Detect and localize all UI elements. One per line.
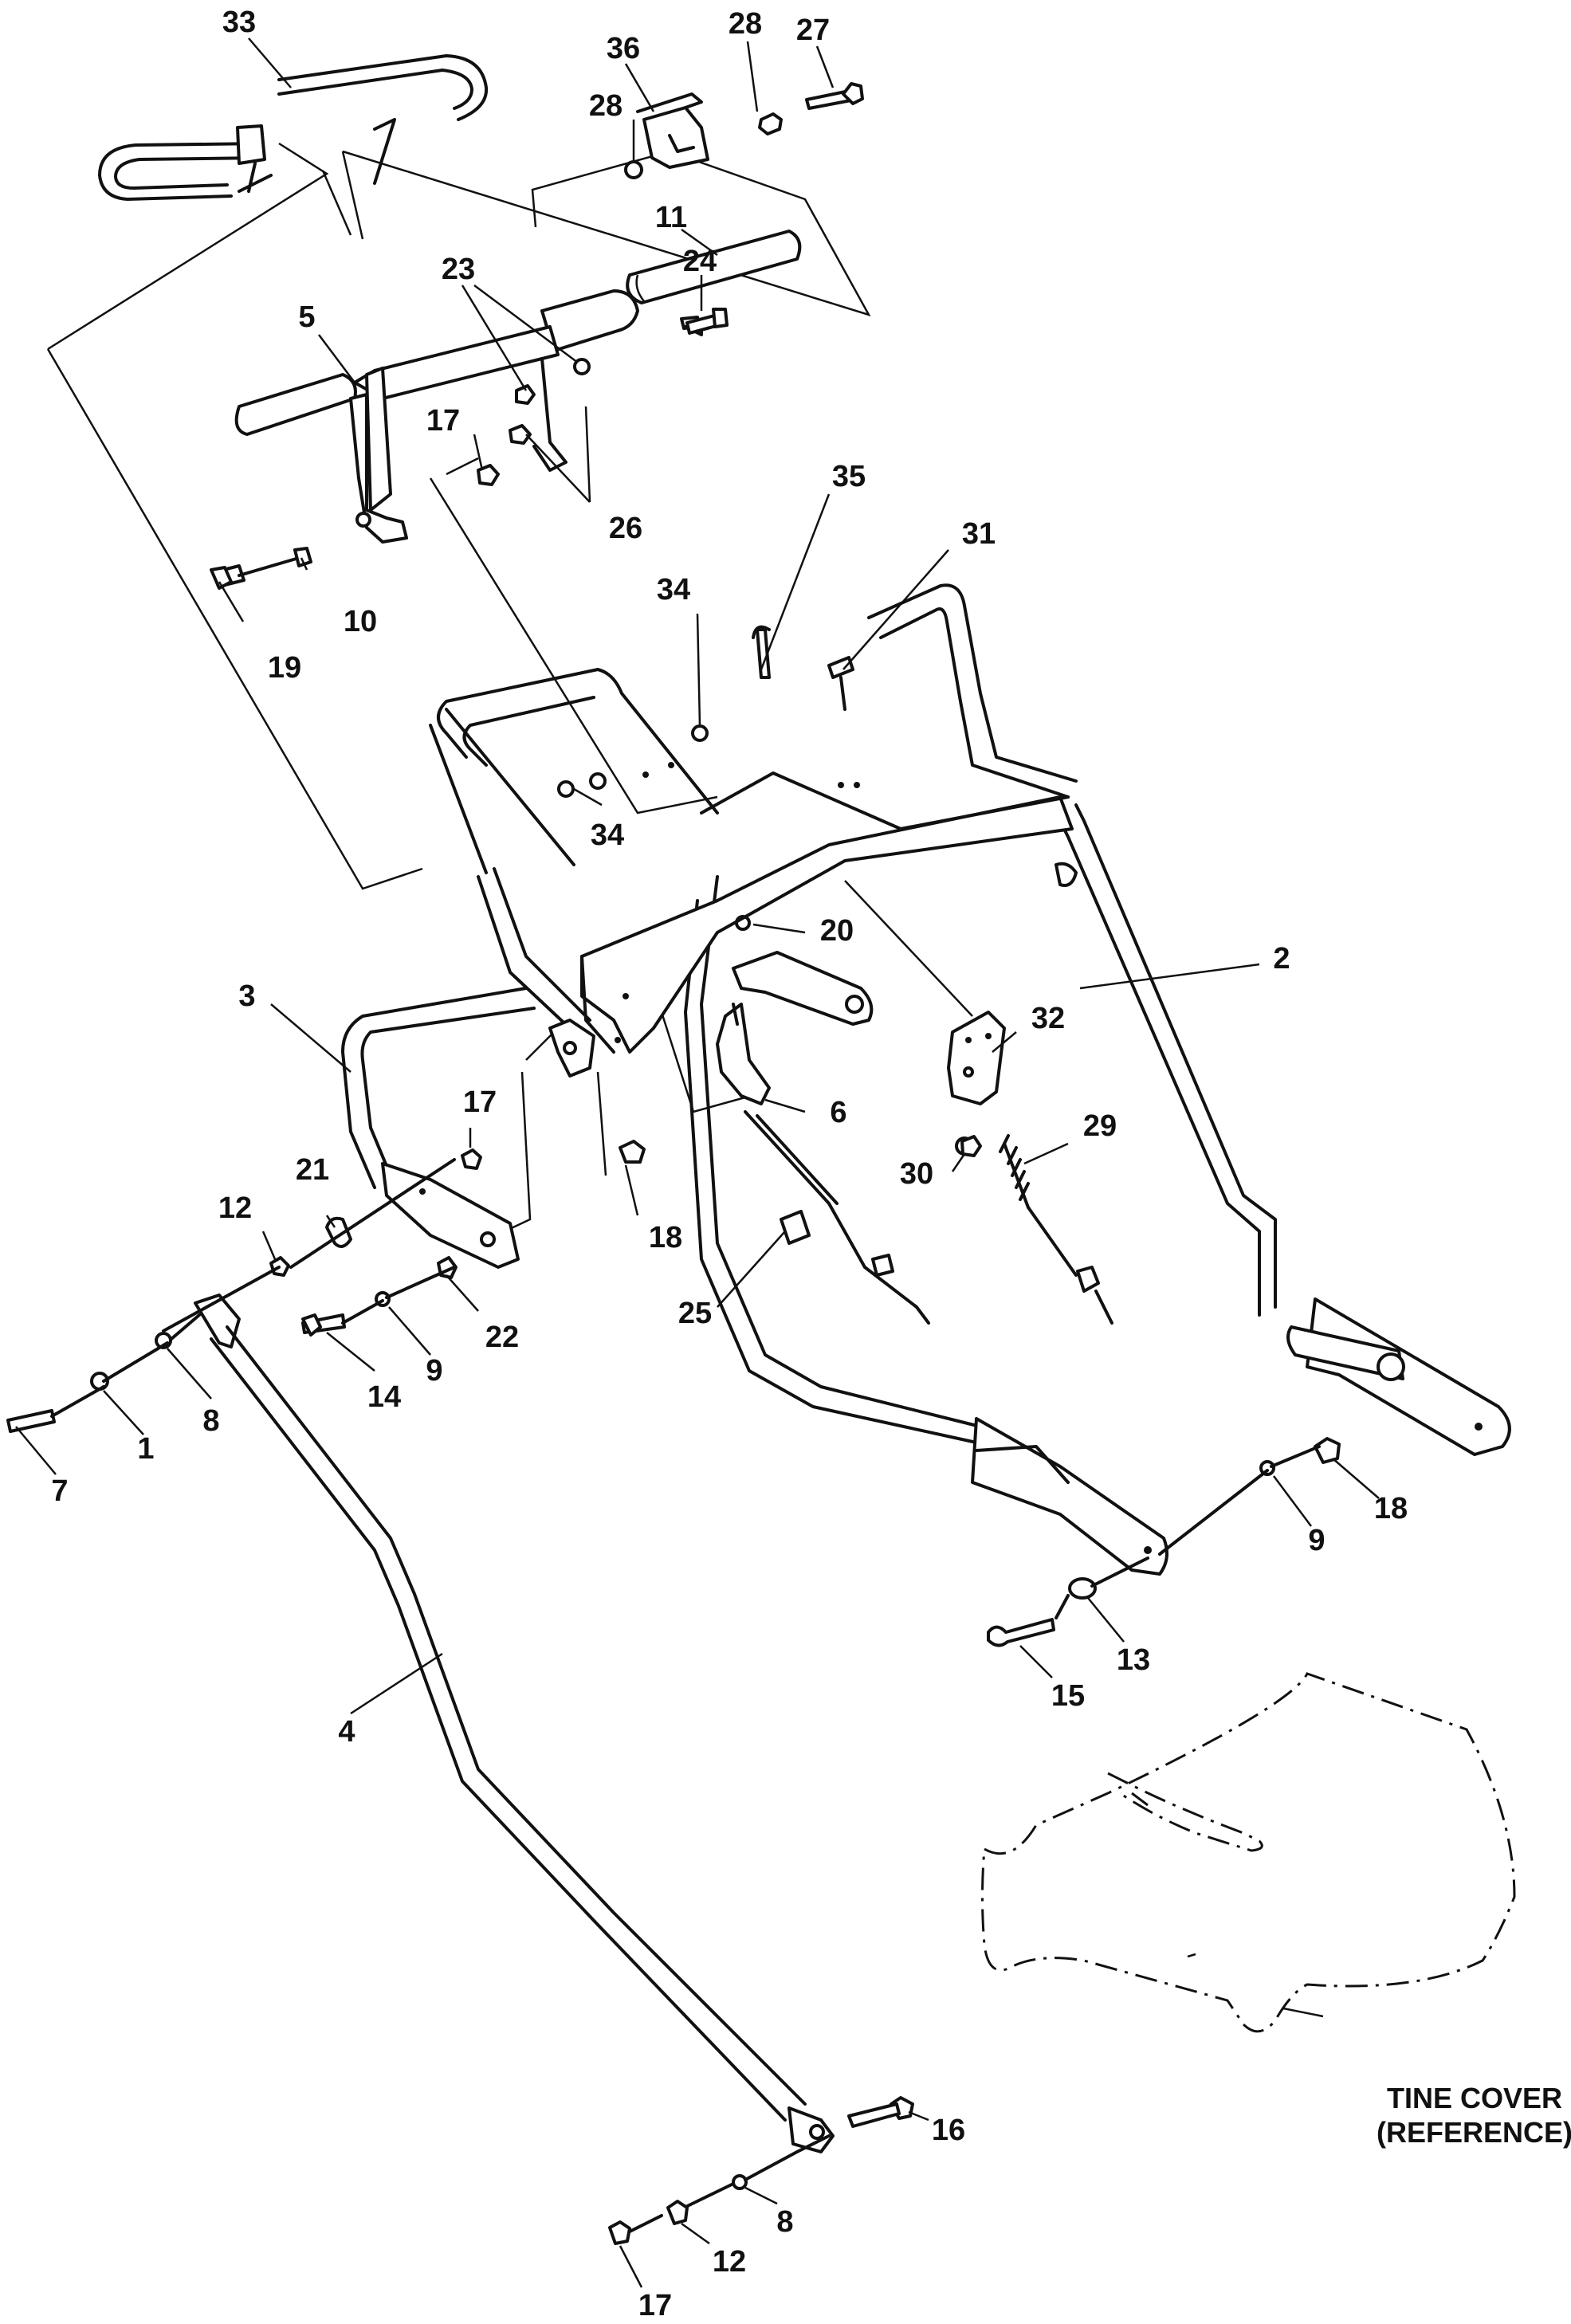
- handlebar-part: [234, 289, 639, 544]
- callout-7: 7: [51, 1474, 68, 1508]
- callout-29: 29: [1083, 1109, 1117, 1143]
- upper-handle-frame-part: [429, 583, 1511, 1576]
- callout-26: 26: [609, 512, 642, 545]
- callout-labels: 33 36 28 27 28 11 23 24 5 17 26 35 31 34…: [51, 6, 1408, 2322]
- hardware-items: [6, 82, 1341, 2245]
- lower-handle-loop-part: [341, 987, 595, 1269]
- callout-18: 18: [649, 1221, 682, 1254]
- callout-2: 2: [1273, 942, 1290, 976]
- callout-15: 15: [1051, 1679, 1085, 1713]
- spring-bracket-part: [947, 1011, 1113, 1325]
- callout-27: 27: [796, 14, 830, 47]
- callout-23: 23: [442, 253, 475, 286]
- callout-17: 17: [426, 404, 460, 438]
- callout-9: 9: [426, 1354, 442, 1388]
- callout-35: 35: [832, 460, 866, 493]
- tine-cover-note: TINE COVER (REFERENCE): [1377, 2082, 1571, 2149]
- tine-cover-label-line1: TINE COVER: [1387, 2082, 1562, 2114]
- callout-30: 30: [900, 1157, 933, 1191]
- callout-19: 19: [268, 651, 301, 685]
- callout-14: 14: [367, 1380, 401, 1414]
- latch-bracket-part: [636, 92, 709, 169]
- callout-17: 17: [463, 1085, 497, 1119]
- callout-24: 24: [683, 245, 717, 278]
- callout-34: 34: [591, 819, 624, 852]
- callout-4: 4: [338, 1715, 355, 1749]
- exploded-grouping-lines: [46, 142, 973, 1253]
- callout-5: 5: [298, 300, 315, 334]
- callout-31: 31: [962, 517, 996, 551]
- callout-17: 17: [638, 2289, 672, 2322]
- callout-32: 32: [1031, 1002, 1065, 1035]
- callout-3: 3: [238, 979, 255, 1013]
- callout-22: 22: [485, 1321, 519, 1354]
- tine-cover-label-line2: (REFERENCE): [1377, 2116, 1571, 2149]
- callout-25: 25: [678, 1297, 712, 1330]
- callout-33: 33: [222, 6, 256, 39]
- callout-20: 20: [820, 914, 854, 948]
- callout-18: 18: [1374, 1492, 1408, 1525]
- callout-13: 13: [1117, 1643, 1150, 1677]
- callout-12: 12: [218, 1191, 252, 1225]
- callout-8: 8: [776, 2205, 793, 2239]
- callout-8: 8: [202, 1404, 219, 1438]
- control-lever-part: [716, 951, 930, 1325]
- callout-1: 1: [137, 1432, 154, 1466]
- callout-28: 28: [589, 89, 623, 123]
- callout-12: 12: [713, 2245, 746, 2279]
- tine-cover-reference: [981, 1672, 1516, 2033]
- callout-28: 28: [729, 7, 762, 41]
- callout-10: 10: [344, 605, 377, 638]
- callout-16: 16: [932, 2114, 965, 2147]
- grip-sleeve-part: [626, 230, 802, 304]
- callout-21: 21: [296, 1153, 329, 1187]
- bail-loop-part: [98, 54, 489, 201]
- callout-34: 34: [657, 573, 690, 607]
- callout-36: 36: [607, 32, 640, 65]
- callout-leader-lines: [15, 37, 1380, 2288]
- callout-6: 6: [830, 1096, 846, 1129]
- callout-9: 9: [1308, 1524, 1325, 1557]
- callout-11: 11: [655, 201, 687, 234]
- support-rod-part: [194, 1294, 835, 2153]
